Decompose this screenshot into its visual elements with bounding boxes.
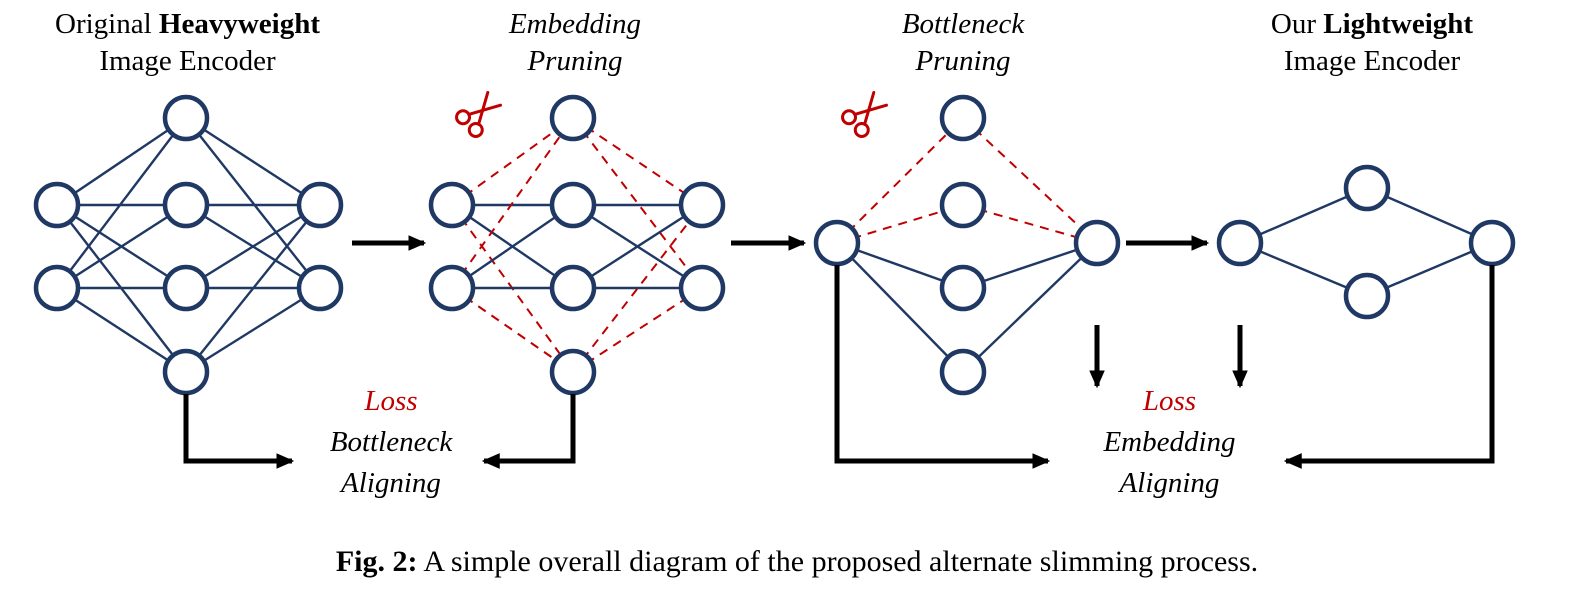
neuron-node (162, 181, 210, 229)
loss-text-right: Loss (1142, 385, 1197, 417)
title-net4-regular: Our (1270, 8, 1324, 40)
network-bottleneck-pruning (813, 94, 1121, 396)
pruned-edge (572, 287, 703, 373)
network-edge (185, 203, 321, 290)
network-edge (572, 203, 703, 290)
network-edge (185, 286, 321, 374)
neuron-node (678, 181, 726, 229)
scissors-icon (841, 90, 889, 138)
loss-embedding-aligning-label: Loss Embedding Aligning (1072, 381, 1267, 504)
title-net2-line2: Pruning (527, 45, 623, 77)
neuron-node (939, 348, 987, 396)
title-net1-bold: Heavyweight (158, 8, 320, 40)
neuron-node (1073, 219, 1121, 267)
neuron-node (296, 264, 344, 312)
neuron-node (549, 264, 597, 312)
title-net1-regular: Original (55, 8, 159, 40)
title-net3-line2: Pruning (915, 45, 1011, 77)
arrow-net4-embedding-align (1283, 265, 1495, 469)
neuron-node (813, 219, 861, 267)
network-original-heavyweight (33, 94, 344, 396)
pruned-edge (572, 117, 703, 289)
title-net4-line2: Image Encoder (1283, 45, 1461, 77)
bottleneck-aligning-line2: Bottleneck (329, 426, 453, 458)
pruned-edge (836, 117, 964, 244)
title-embedding-pruning: Embedding Pruning (455, 6, 695, 80)
neuron-node (939, 94, 987, 142)
scissors-icon (455, 90, 503, 138)
network-embedding-pruning (428, 94, 726, 396)
arrow-net3-embedding-align (834, 265, 1051, 469)
title-our-lightweight-encoder: Our Lightweight Image Encoder (1222, 6, 1522, 80)
neuron-node (162, 348, 210, 396)
title-net3-line1: Bottleneck (901, 8, 1025, 40)
pruned-edge (451, 117, 574, 289)
neuron-node (428, 181, 476, 229)
network-edge (185, 116, 321, 207)
network-edge (56, 286, 187, 374)
arrow-net1-bottleneck-align (183, 394, 295, 469)
network-edge (185, 117, 321, 289)
embedding-aligning-line3: Aligning (1119, 467, 1220, 499)
neuron-node (1343, 164, 1391, 212)
pruned-edge (962, 117, 1098, 244)
caption-text: A simple overall diagram of the proposed… (417, 545, 1259, 578)
arrow-net2-bottleneck-align (481, 394, 576, 469)
caption-label: Fig. 2: (335, 545, 418, 578)
loss-text-left: Loss (364, 385, 418, 417)
neuron-node (939, 181, 987, 229)
neuron-node (549, 348, 597, 396)
neuron-node (33, 264, 81, 312)
title-net2-line1: Embedding (508, 8, 642, 40)
title-bottleneck-pruning: Bottleneck Pruning (843, 6, 1083, 80)
bottleneck-aligning-line3: Aligning (341, 467, 441, 499)
pruned-edge (451, 287, 574, 373)
neuron-node (549, 181, 597, 229)
neuron-node (428, 264, 476, 312)
network-edge (962, 241, 1098, 290)
neuron-node (1216, 219, 1264, 267)
neuron-node (549, 94, 597, 142)
pruned-edge (572, 204, 703, 373)
pruned-edge (451, 117, 574, 206)
neuron-node (939, 264, 987, 312)
neuron-node (296, 181, 344, 229)
neuron-node (678, 264, 726, 312)
network-edge (451, 204, 574, 289)
pruned-edge (572, 117, 703, 206)
network-edge (836, 242, 964, 373)
network-lightweight (1216, 164, 1516, 320)
neuron-node (162, 264, 210, 312)
neuron-node (1343, 272, 1391, 320)
network-edge (56, 117, 187, 289)
title-net4-bold: Lightweight (1323, 8, 1474, 40)
figure-caption: Fig. 2: A simple overall diagram of the … (0, 545, 1594, 579)
network-edge (56, 203, 187, 290)
network-edge (185, 204, 321, 373)
title-original-heavyweight-encoder: Original Heavyweight Image Encoder (20, 6, 355, 80)
neuron-node (33, 181, 81, 229)
neuron-node (1468, 219, 1516, 267)
loss-bottleneck-aligning-label: Loss Bottleneck Aligning (296, 381, 486, 504)
network-edge (962, 242, 1098, 373)
network-edge (56, 117, 187, 206)
title-net1-line2: Image Encoder (99, 45, 276, 77)
neuron-node (162, 94, 210, 142)
embedding-aligning-line2: Embedding (1103, 426, 1236, 458)
